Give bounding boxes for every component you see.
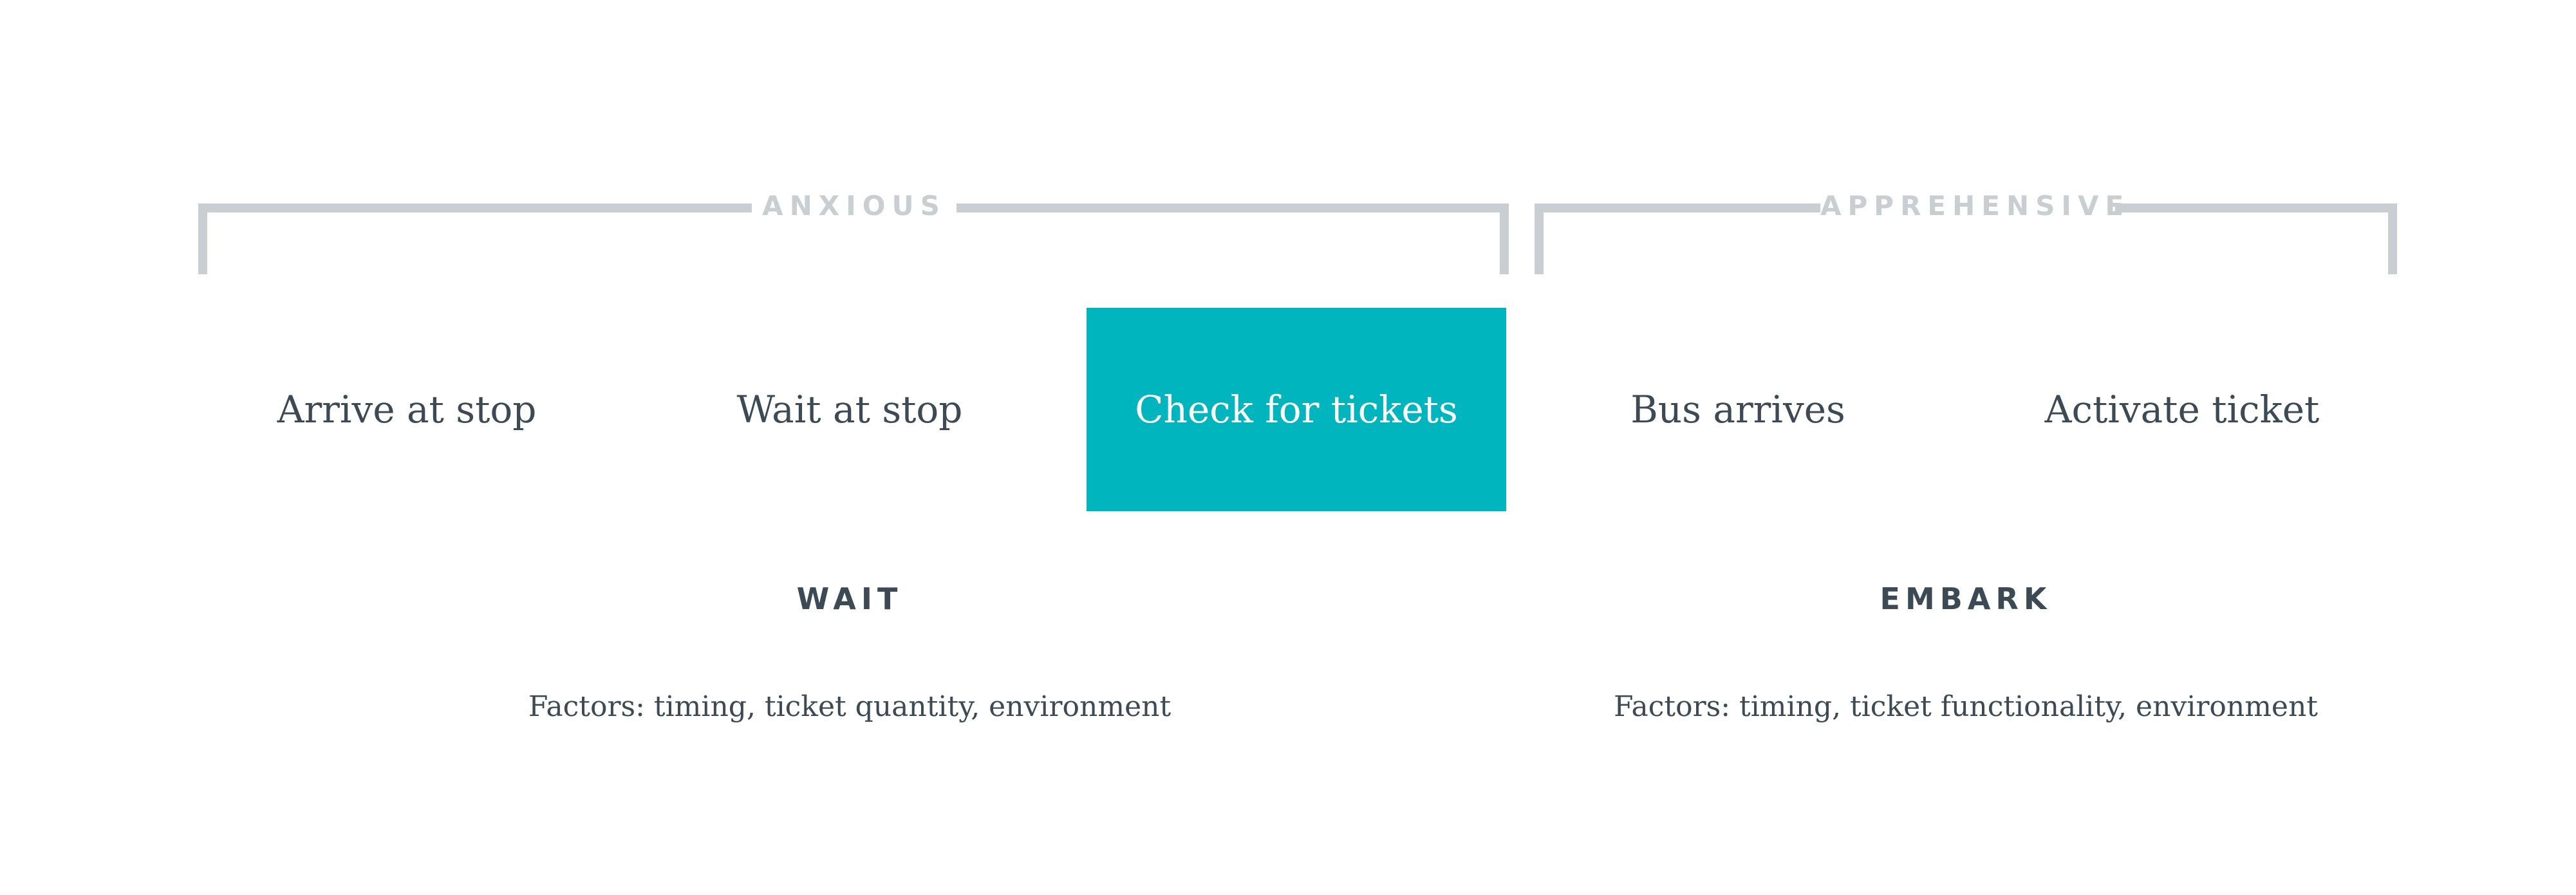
stage-factors-wait: Factors: timing, ticket quantity, enviro… <box>528 690 1171 723</box>
phase-label-anxious: ANXIOUS <box>762 190 946 221</box>
step-arrive-at-stop: Arrive at stop <box>277 388 537 431</box>
bracket-left-tick <box>1535 203 1544 274</box>
bracket-left-tick <box>198 203 207 274</box>
bracket-right-tick <box>2388 203 2397 274</box>
stage-title-wait: WAIT <box>796 581 903 616</box>
step-check-for-tickets: Check for tickets <box>1087 308 1506 511</box>
bracket-right-tick <box>1500 203 1509 274</box>
step-activate-ticket: Activate ticket <box>2044 388 2320 431</box>
bracket-top-right-segment <box>2115 203 2397 212</box>
stage-title-embark: EMBARK <box>1880 581 2052 616</box>
bracket-top-right-segment <box>957 203 1509 212</box>
stage-factors-embark: Factors: timing, ticket functionality, e… <box>1614 690 2318 723</box>
bracket-top-left-segment <box>1535 203 1820 212</box>
phase-label-apprehensive: APPREHENSIVE <box>1820 190 2131 221</box>
step-bus-arrives: Bus arrives <box>1630 388 1845 431</box>
bracket-top-left-segment <box>198 203 752 212</box>
step-wait-at-stop: Wait at stop <box>736 388 963 431</box>
